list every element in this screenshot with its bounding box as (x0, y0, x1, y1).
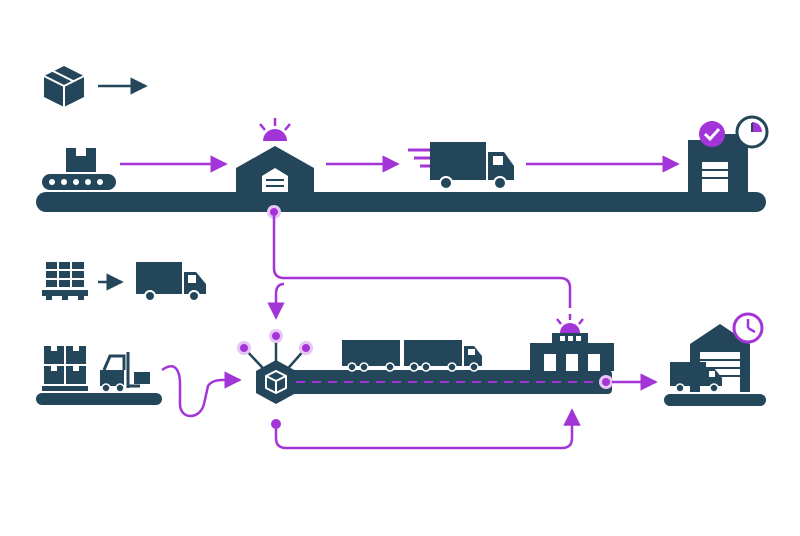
warehouse-alarm-icon (236, 118, 314, 192)
delivery-complete-icon (688, 121, 748, 192)
hub-icon (237, 329, 313, 404)
destination-track (664, 394, 766, 406)
clock-icon-bottom (732, 312, 764, 344)
legend-package-icon (43, 66, 85, 107)
connector-top-to-hub (272, 216, 572, 308)
distribution-center-icon (530, 314, 614, 371)
loading-dock-track (36, 393, 162, 405)
junction-node-bottom (271, 419, 281, 429)
conveyor-icon (42, 148, 116, 190)
pallet-stack-icon (42, 262, 88, 300)
connector-to-hub-arrow (267, 282, 285, 320)
stacked-boxes-icon (42, 346, 88, 391)
garage-truck-icon (670, 324, 750, 393)
wiggle-connector (161, 365, 242, 418)
box-truck-icon (136, 262, 206, 302)
road-train-icon (342, 340, 482, 372)
forklift-icon (100, 352, 150, 393)
top-flow-track (36, 192, 766, 212)
return-loop-bottom (274, 408, 581, 450)
speeding-truck-icon (408, 142, 514, 190)
clock-icon (735, 115, 769, 149)
